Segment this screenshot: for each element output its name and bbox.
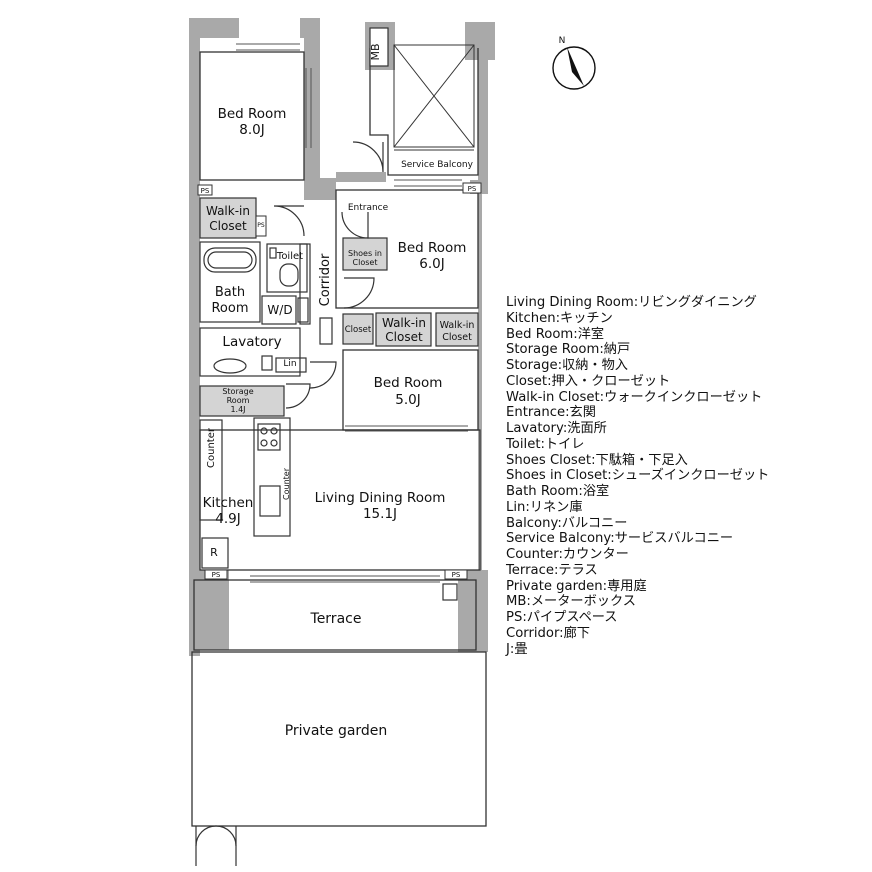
bath-room-line1: Bath <box>215 285 245 300</box>
mb-label-1: MB <box>369 43 382 60</box>
north-label: N <box>559 36 566 46</box>
counter-label-2: Counter <box>282 467 291 500</box>
service-balcony-area <box>393 44 475 151</box>
kitchen-size: 4.9J <box>215 511 240 527</box>
legend-row: Storage Room:納戸 <box>506 342 631 358</box>
legend-row: Storage:収納・物入 <box>506 358 628 373</box>
legend-row: Bath Room:浴室 <box>506 484 610 499</box>
service-balcony-label: Service Balcony <box>401 160 473 170</box>
walk-in-closet-3-line2: Closet <box>442 332 472 343</box>
living-dining-room-label: Living Dining Room <box>315 490 446 506</box>
legend-row: PS:パイプスペース <box>506 610 618 625</box>
north-compass-icon: N <box>552 36 596 90</box>
walk-in-closet-3-line1: Walk-in <box>440 320 475 331</box>
shoes-closet-line1: Shoes in <box>348 249 382 258</box>
bed-room-2-label: Bed Room <box>398 240 467 256</box>
ps-label-3: PS <box>257 222 265 229</box>
legend-row: Shoes Closet:下駄箱・下足入 <box>506 452 688 468</box>
entrance-label: Entrance <box>348 203 389 213</box>
ps-label-2: PS <box>468 185 477 193</box>
ps-label-4: PS <box>212 571 221 579</box>
bed-room-1-label: Bed Room <box>218 106 287 122</box>
corridor-label: Corridor <box>318 253 333 306</box>
exterior-walls <box>189 18 495 656</box>
legend-row: Balcony:バルコニー <box>506 515 628 531</box>
legend-row: J:畳 <box>506 641 528 657</box>
legend-row: Corridor:廊下 <box>506 625 590 641</box>
bed-room-1-size: 8.0J <box>239 122 264 138</box>
legend-row: Bed Room:洋室 <box>506 326 605 342</box>
legend-row: Counter:カウンター <box>506 547 629 562</box>
legend-row: Toilet:トイレ <box>506 436 585 452</box>
legend-row: Living Dining Room:リビングダイニング <box>506 295 757 310</box>
ps-label-1: PS <box>201 187 210 195</box>
windows <box>236 43 468 583</box>
terrace-label: Terrace <box>310 611 362 627</box>
legend-row: Service Balcony:サービスバルコニー <box>506 531 734 547</box>
walk-in-closet-2-line1: Walk-in <box>382 316 426 330</box>
mb-box <box>369 27 389 67</box>
legend-row: Kitchen:キッチン <box>506 310 613 326</box>
bed-room-3-label: Bed Room <box>374 375 443 391</box>
lin-label: Lin <box>283 359 296 369</box>
legend-row: Lin:リネン庫 <box>506 499 583 515</box>
walk-in-closet-2-line2: Closet <box>385 330 423 344</box>
kitchen-label: Kitchen <box>203 495 254 511</box>
bed-room-2-size: 6.0J <box>419 256 444 272</box>
storage-room-line2: Room <box>227 396 250 405</box>
ps-markers <box>197 182 482 580</box>
room-walls <box>191 48 487 827</box>
bath-room-line2: Room <box>211 301 248 316</box>
bed-room-3-size: 5.0J <box>395 392 420 408</box>
refrigerator-mark: R <box>210 546 218 559</box>
closet-label: Closet <box>345 325 372 335</box>
kitchen-fixtures <box>199 417 458 601</box>
legend-row: Closet:押入・クローゼット <box>506 373 671 389</box>
wd-label: W/D <box>267 303 292 317</box>
legend-row: Terrace:テラス <box>506 562 598 578</box>
ps-label-5: PS <box>452 571 461 579</box>
private-garden-label: Private garden <box>285 723 388 739</box>
shoes-closet-line2: Closet <box>353 258 378 267</box>
living-dining-room-size: 15.1J <box>363 506 397 522</box>
storage-room-line1: Storage <box>222 387 253 396</box>
storage-room-size: 1.4J <box>230 405 245 414</box>
door-swings <box>195 141 384 866</box>
legend-row: MB:メーターボックス <box>506 594 636 610</box>
legend-row: Shoes in Closet:シューズインクローゼット <box>506 468 770 484</box>
walk-in-closet-1-line1: Walk-in <box>206 204 250 218</box>
counter-label-1: Counter <box>206 427 217 468</box>
legend-row: Walk-in Closet:ウォークインクローゼット <box>506 389 763 405</box>
toilet-label: Toilet <box>276 251 303 262</box>
legend-row: Private garden:専用庭 <box>506 578 647 594</box>
walk-in-closet-1-line2: Closet <box>209 219 247 233</box>
closets-shading <box>199 197 479 417</box>
wet-area <box>199 241 311 377</box>
lavatory-label: Lavatory <box>222 334 281 350</box>
legend-row: Lavatory:洗面所 <box>506 421 607 436</box>
legend-row: Entrance:玄関 <box>506 405 596 421</box>
